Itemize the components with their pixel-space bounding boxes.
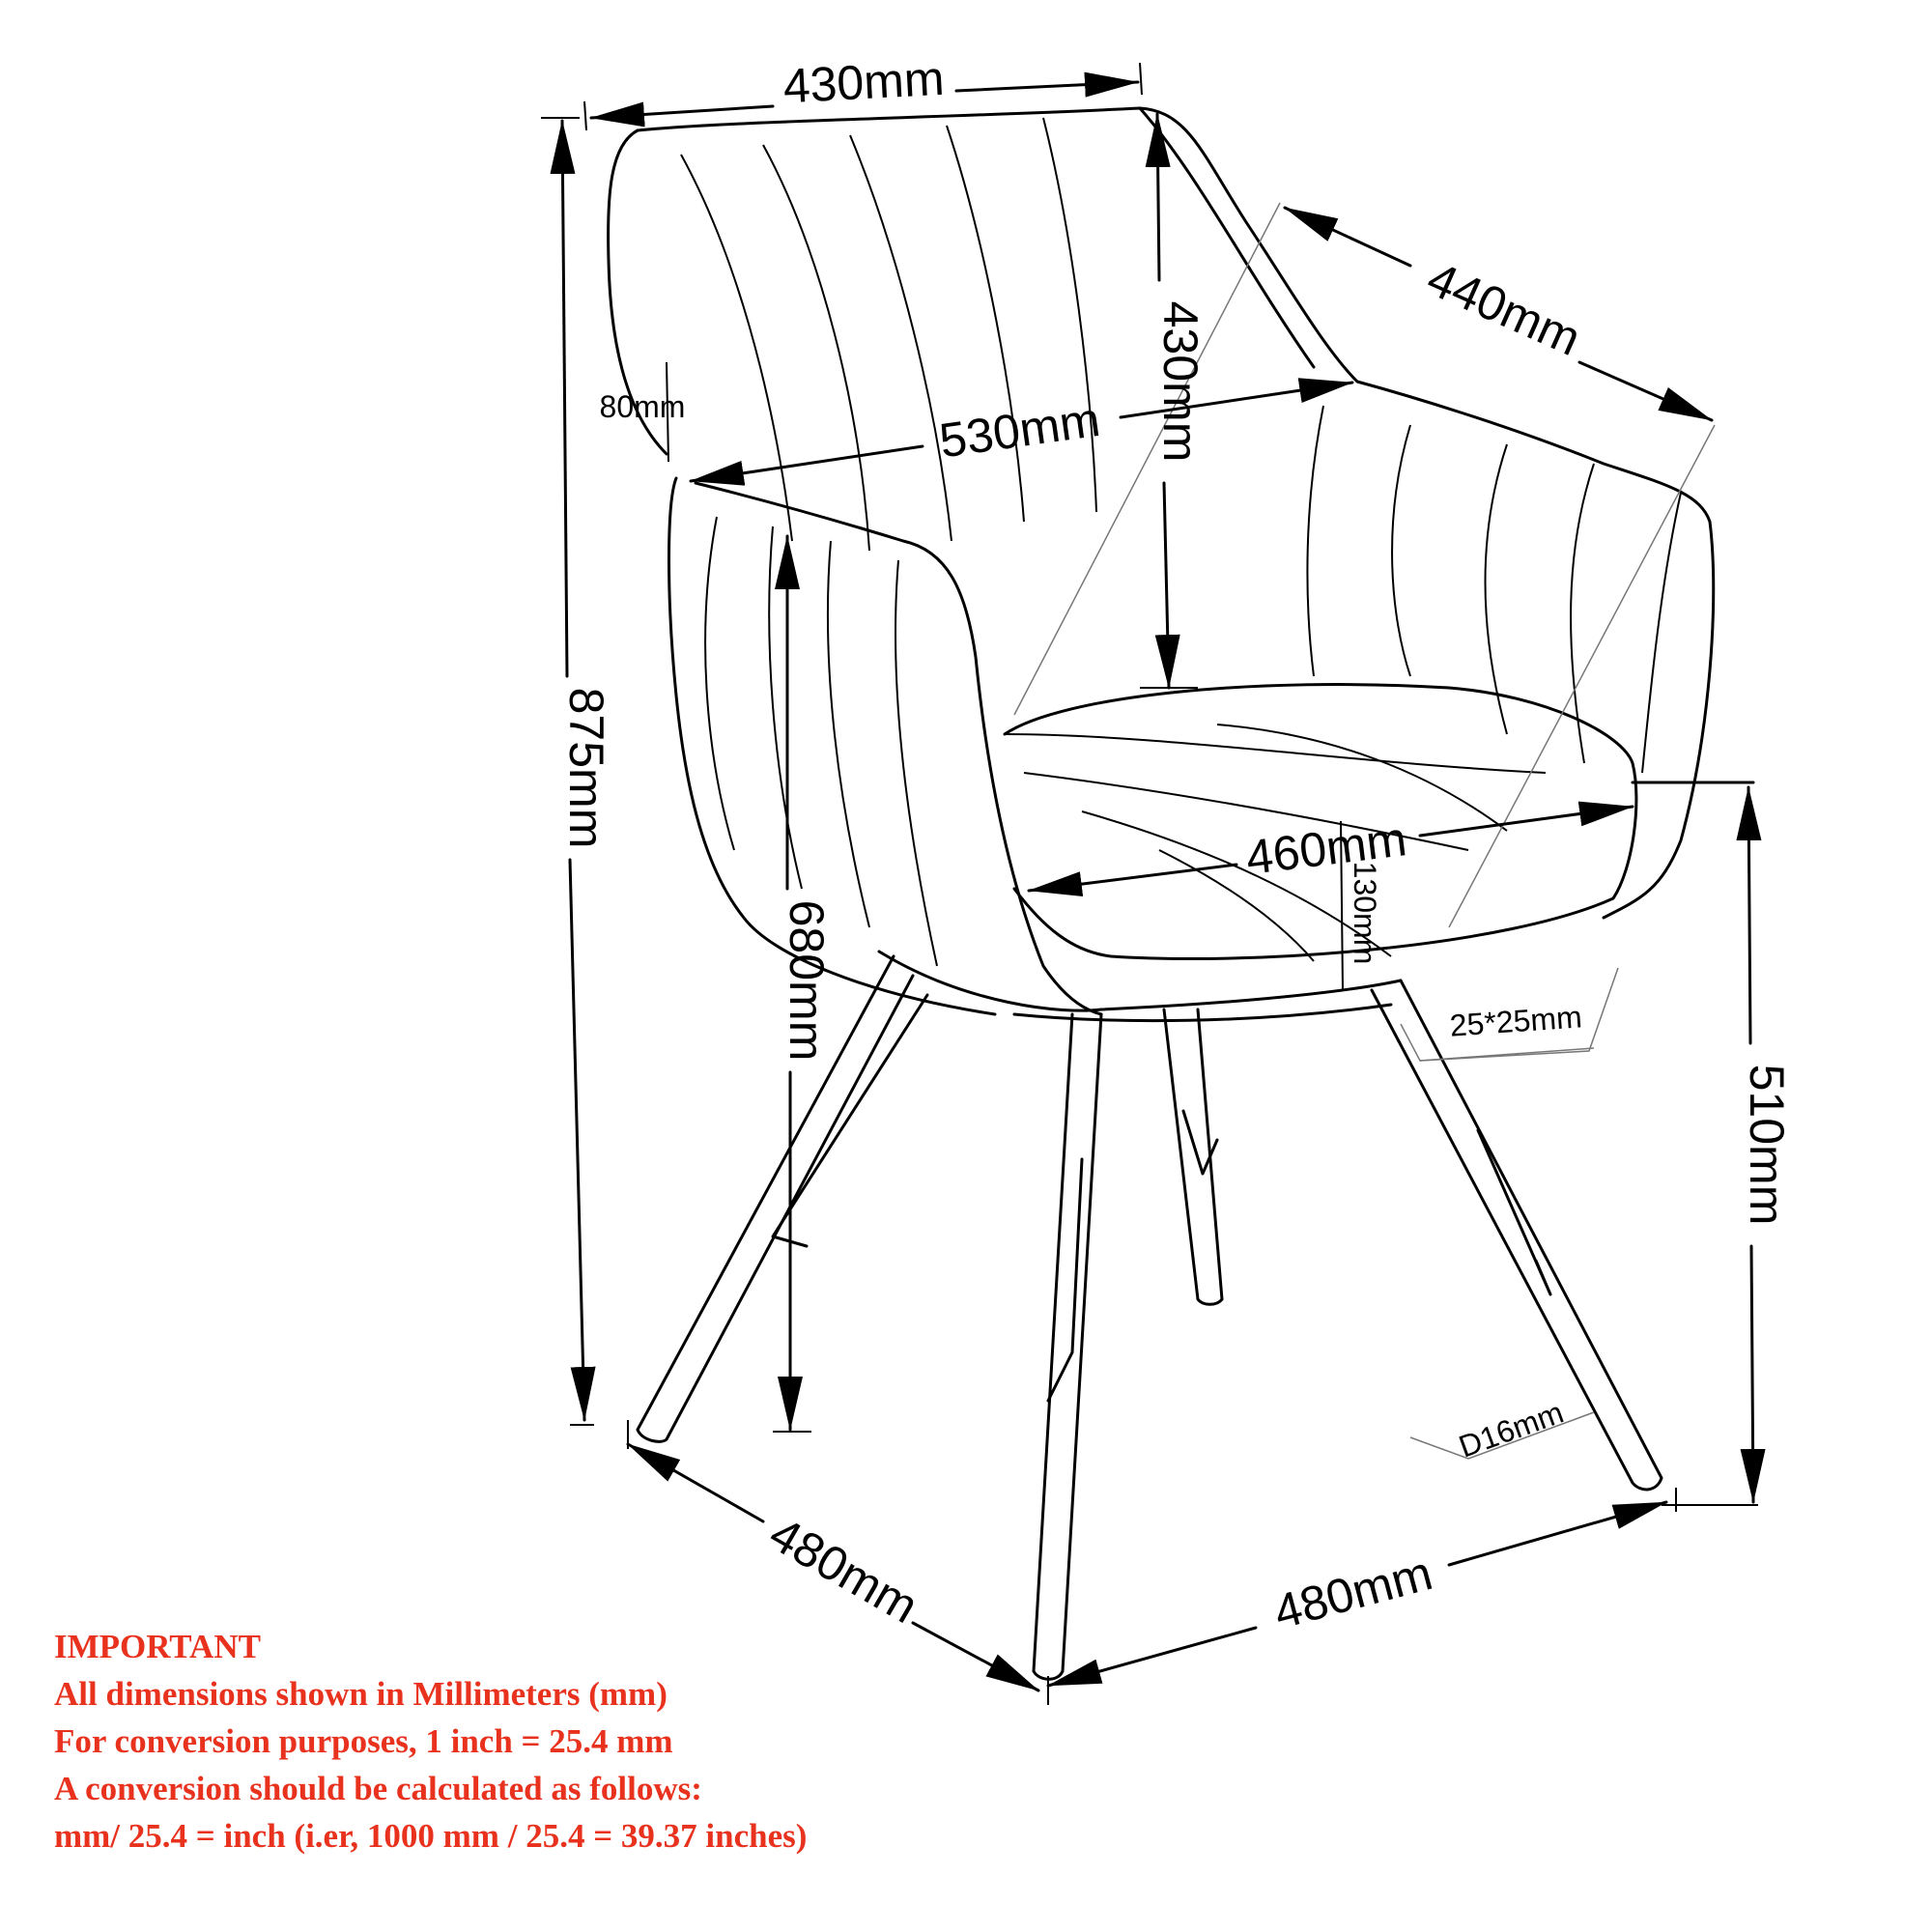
label-overall-width: 530mm — [936, 392, 1103, 469]
left-arm-outline — [668, 476, 997, 1016]
back-right-leg — [1370, 979, 1663, 1492]
notes-line-1: All dimensions shown in Millimeters (mm) — [54, 1675, 668, 1713]
label-seat-thickness: 130mm — [1348, 862, 1382, 965]
label-seat-height: 510mm — [1740, 1065, 1794, 1226]
back-center-leg — [1162, 1008, 1224, 1306]
front-center-leg — [1032, 1012, 1103, 1681]
label-arm-pad: 80mm — [600, 389, 686, 424]
label-arm-depth: 440mm — [1419, 251, 1588, 366]
conversion-notes: IMPORTANT All dimensions shown in Millim… — [54, 1623, 1117, 1860]
chair-outline — [607, 106, 1716, 1681]
label-back-height: 430mm — [1153, 301, 1208, 463]
label-overall-height: 875mm — [559, 688, 613, 849]
seat-outline — [1003, 683, 1638, 960]
right-arm-outline — [1355, 380, 1716, 920]
label-base-left: 480mm — [760, 1506, 926, 1634]
notes-heading: IMPORTANT — [54, 1628, 261, 1665]
label-base-right: 480mm — [1268, 1546, 1438, 1639]
label-leg-diameter: D16mm — [1454, 1395, 1568, 1464]
notes-line-3: A conversion should be calculated as fol… — [54, 1770, 702, 1807]
front-left-leg — [636, 954, 915, 1443]
notes-line-4: mm/ 25.4 = inch (i.er, 1000 mm / 25.4 = … — [54, 1817, 808, 1855]
label-top-width: 430mm — [781, 51, 945, 114]
label-seat-width: 460mm — [1243, 811, 1409, 885]
dimension-lines — [541, 62, 1766, 1705]
label-leg-section: 25*25mm — [1449, 999, 1583, 1042]
notes-line-2: For conversion purposes, 1 inch = 25.4 m… — [54, 1722, 673, 1760]
dimension-labels: 430mm 430mm 440mm 530mm 80mm 875mm 680mm… — [559, 51, 1794, 1640]
backrest-outline — [636, 106, 1359, 384]
label-arm-height: 680mm — [780, 900, 834, 1062]
